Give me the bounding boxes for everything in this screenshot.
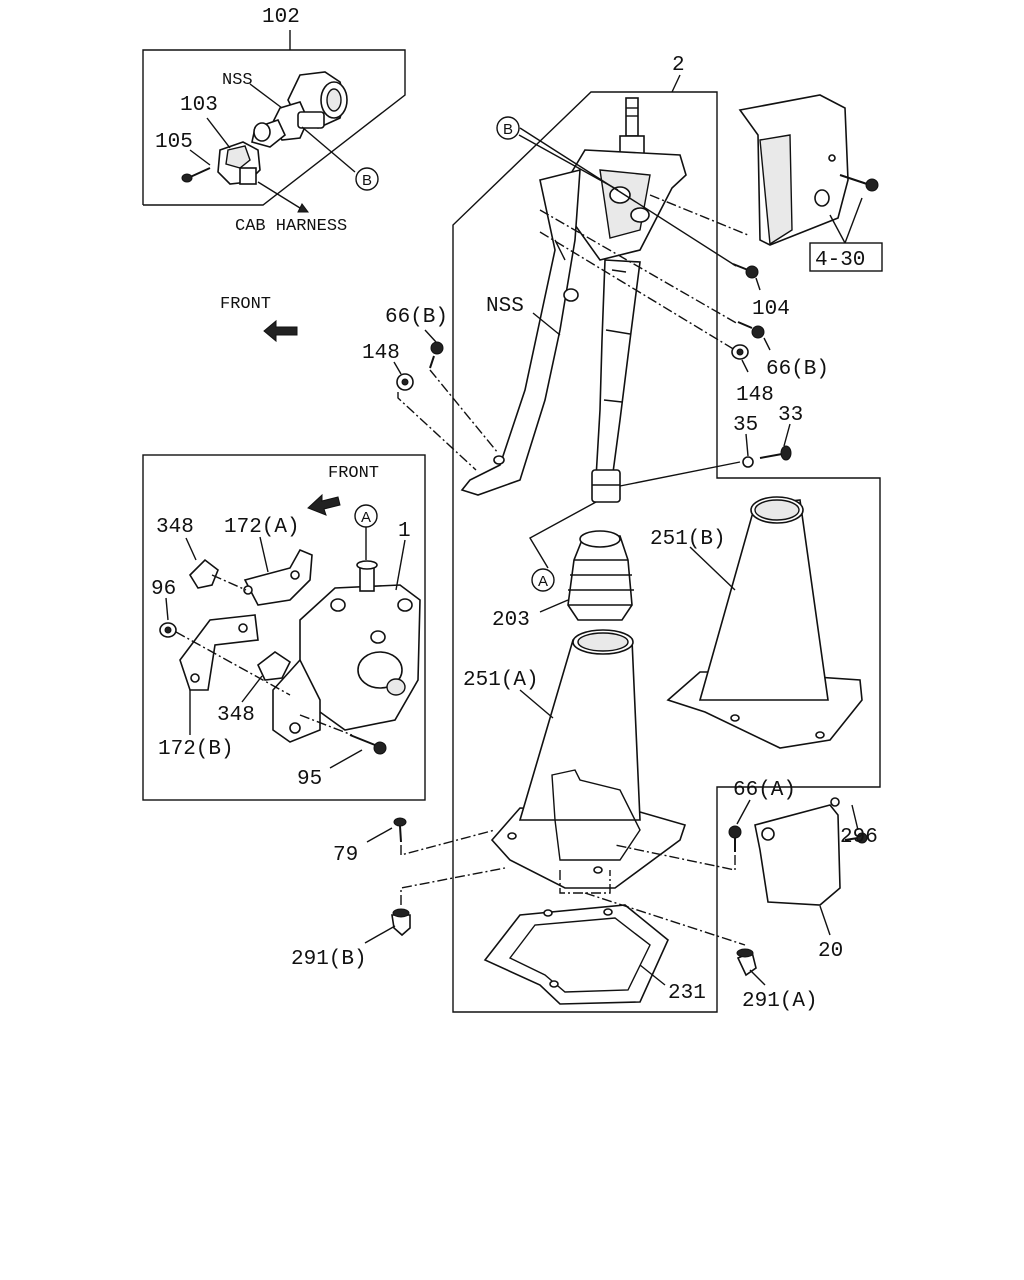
callout-33: 33 bbox=[778, 404, 803, 427]
callout-251a: 251(A) bbox=[463, 669, 539, 692]
nss-bracket-part bbox=[460, 168, 581, 496]
callout-2: 2 bbox=[672, 54, 685, 77]
shift-lever-part bbox=[569, 97, 687, 503]
boot-251a-part bbox=[490, 629, 687, 889]
boot-203-part bbox=[567, 530, 634, 621]
callout-103: 103 bbox=[180, 94, 218, 117]
nut-148-left-part bbox=[396, 373, 414, 391]
callout-172a: 172(A) bbox=[224, 516, 300, 539]
boot-251b-part bbox=[666, 496, 863, 749]
inset-102 bbox=[142, 30, 406, 213]
callout-231: 231 bbox=[668, 982, 706, 1005]
shift-unit-1-part bbox=[272, 560, 421, 743]
bracket-172a-part bbox=[243, 548, 313, 606]
callout-104: 104 bbox=[752, 298, 790, 321]
ref-a-inset-label: A bbox=[361, 509, 371, 526]
callout-79: 79 bbox=[333, 844, 358, 867]
bolt-105-part bbox=[181, 167, 211, 183]
callout-66b-right: 66(B) bbox=[766, 358, 829, 381]
callout-4-30: 4-30 bbox=[815, 249, 865, 272]
ref-box-4-30 bbox=[809, 242, 883, 272]
clip-291a-part bbox=[736, 948, 757, 977]
cover-20-part bbox=[754, 797, 841, 906]
callout-291b: 291(B) bbox=[291, 948, 367, 971]
label-front-top: FRONT bbox=[220, 295, 271, 314]
clip-348-bottom-part bbox=[257, 651, 292, 681]
callout-96: 96 bbox=[151, 578, 176, 601]
pin-296-part bbox=[844, 832, 868, 844]
callout-95: 95 bbox=[297, 768, 322, 791]
callout-148-right: 148 bbox=[736, 384, 774, 407]
screw-79-part bbox=[393, 817, 407, 843]
callout-172b: 172(B) bbox=[158, 738, 234, 761]
callout-35: 35 bbox=[733, 414, 758, 437]
callout-348-bottom: 348 bbox=[217, 704, 255, 727]
callout-296: 296 bbox=[840, 826, 878, 849]
ref-a-inset: A bbox=[354, 504, 378, 528]
callout-66b-left: 66(B) bbox=[385, 306, 448, 329]
ref-b-top-label: B bbox=[362, 172, 372, 189]
bolt-66b-right-part bbox=[737, 321, 765, 339]
clip-348-top-part bbox=[188, 558, 219, 589]
harness-connector-part bbox=[217, 141, 261, 185]
bolt-104-part bbox=[732, 263, 759, 279]
bolt-4-30-part bbox=[839, 174, 879, 192]
callout-105: 105 bbox=[155, 131, 193, 154]
callout-20: 20 bbox=[818, 940, 843, 963]
callout-203: 203 bbox=[492, 609, 530, 632]
callout-1: 1 bbox=[398, 520, 411, 543]
front-arrow-top bbox=[263, 319, 298, 343]
main-frame bbox=[452, 74, 881, 1013]
bolt-66a-part bbox=[728, 825, 742, 852]
bolt-95-part bbox=[349, 734, 387, 755]
bracket-172b-part bbox=[179, 614, 259, 691]
bolt-33-part bbox=[759, 445, 792, 461]
clip-291b-part bbox=[391, 908, 411, 937]
ref-b-top: B bbox=[355, 167, 379, 191]
callout-102: 102 bbox=[262, 6, 300, 29]
callout-148-left: 148 bbox=[362, 342, 400, 365]
callout-nss-top: NSS bbox=[222, 71, 253, 90]
callout-251b: 251(B) bbox=[650, 528, 726, 551]
ref-a-main-label: A bbox=[538, 573, 548, 590]
ref-a-main: A bbox=[531, 568, 555, 592]
callout-66a: 66(A) bbox=[733, 779, 796, 802]
nut-96-part bbox=[159, 622, 177, 638]
ref-b-main: B bbox=[496, 116, 520, 140]
nss-connector-part bbox=[251, 71, 348, 148]
bolt-66b-left-part bbox=[429, 341, 444, 369]
washer-35-part bbox=[742, 456, 754, 468]
callout-348-top: 348 bbox=[156, 516, 194, 539]
nut-148-right-part bbox=[731, 344, 749, 360]
gasket-231-part bbox=[483, 904, 669, 1005]
ref-b-main-label: B bbox=[503, 121, 513, 138]
label-front-inset: FRONT bbox=[328, 464, 379, 483]
inset-shift-unit bbox=[142, 454, 426, 801]
callout-nss-main: NSS bbox=[486, 295, 524, 318]
callout-cab-harness: CAB HARNESS bbox=[235, 217, 347, 236]
cover-bracket-part bbox=[738, 94, 849, 246]
callout-291a: 291(A) bbox=[742, 990, 818, 1013]
